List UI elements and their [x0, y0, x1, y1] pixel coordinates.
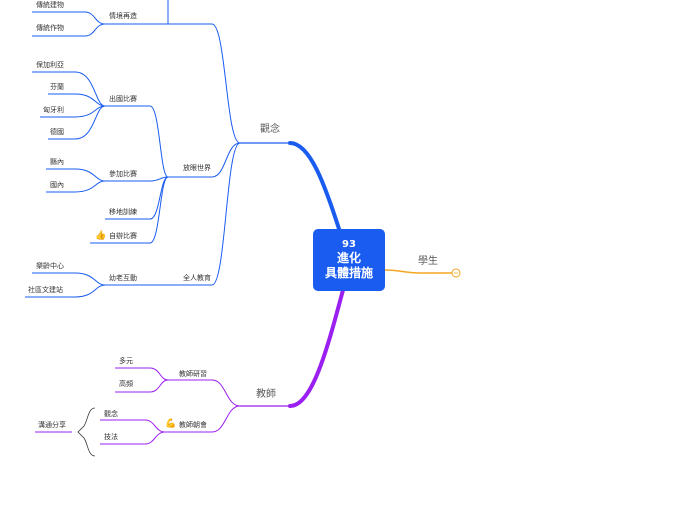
thumbs-up-icon: 👍: [95, 231, 107, 241]
branch-connector-concept: [288, 141, 342, 234]
topic-technique[interactable]: 技法: [104, 433, 118, 441]
topic-join[interactable]: 參加比賽: [109, 170, 137, 178]
topic-teacher-study[interactable]: 教師研習: [179, 370, 207, 378]
topic-abroad[interactable]: 出國比賽: [109, 95, 137, 103]
root-topic[interactable]: 93 進化 具體措施: [313, 229, 385, 291]
topic-scene-crop[interactable]: 傳統作物: [36, 24, 64, 32]
topic-self-competition[interactable]: 自辦比賽: [109, 232, 137, 240]
topic-student[interactable]: 學生: [418, 256, 438, 267]
branch-connector-student: [384, 269, 454, 274]
topic-whole[interactable]: 全人教育: [183, 274, 211, 282]
root-number: 93: [342, 239, 356, 250]
topic-share[interactable]: 溝通分享: [38, 421, 66, 429]
topic-teacher[interactable]: 教師: [256, 389, 276, 400]
share-brace: [77, 407, 96, 457]
topic-scene[interactable]: 情境再造: [109, 12, 137, 20]
topic-bulgaria[interactable]: 保加利亞: [36, 61, 64, 69]
topic-senior-center[interactable]: 樂齡中心: [36, 262, 64, 270]
topic-scene-building[interactable]: 傳統建物: [36, 1, 64, 9]
topic-diverse[interactable]: 多元: [119, 357, 133, 365]
root-title: 進化: [336, 251, 361, 265]
topic-finland[interactable]: 芬蘭: [50, 83, 64, 91]
topic-community[interactable]: 社區文建站: [28, 286, 63, 294]
topic-training[interactable]: 移地訓練: [109, 208, 137, 216]
topic-hungary[interactable]: 匈牙利: [43, 106, 64, 114]
topic-frequent[interactable]: 高頻: [119, 380, 133, 388]
branch-connector-teacher: [288, 288, 345, 408]
topic-elder[interactable]: 幼老互動: [109, 274, 137, 282]
topic-germany[interactable]: 德國: [50, 128, 64, 136]
topic-national[interactable]: 國內: [50, 181, 64, 189]
topic-teacher-meeting[interactable]: 教師朝會: [179, 421, 207, 429]
topic-concept[interactable]: 觀念: [260, 124, 280, 135]
topic-world[interactable]: 放眼世界: [183, 164, 211, 172]
topic-county[interactable]: 縣內: [50, 158, 64, 166]
topic-mindset[interactable]: 觀念: [104, 410, 118, 418]
root-subtitle: 具體措施: [324, 266, 373, 280]
flexed-arm-icon: 💪: [165, 419, 177, 429]
